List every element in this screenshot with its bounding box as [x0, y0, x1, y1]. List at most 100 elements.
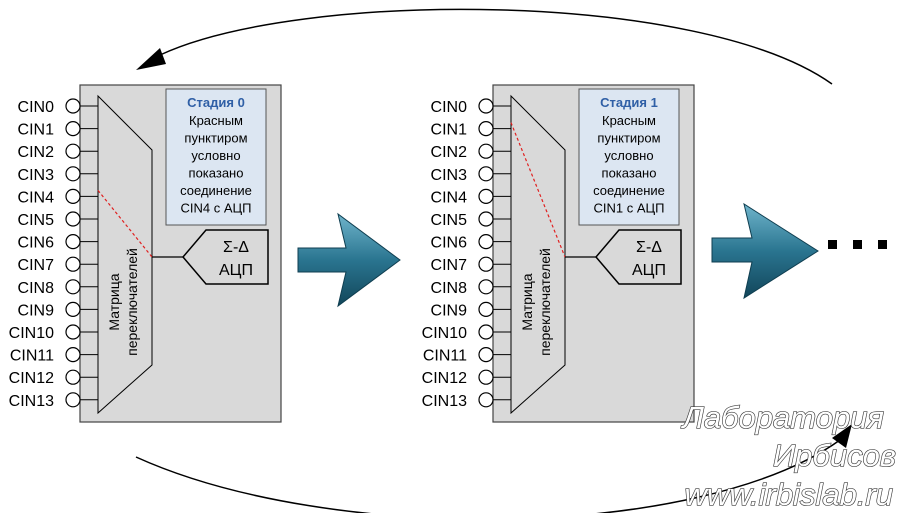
stage-note-line: Красным	[189, 113, 243, 128]
mux-label-line: переключателей	[537, 248, 553, 356]
pin-label: CIN3	[431, 167, 468, 184]
stage-note-line: условно	[604, 148, 653, 163]
pin-label: CIN12	[422, 370, 467, 387]
mux-label-line: Матрица	[519, 273, 535, 330]
pin-label: CIN9	[18, 302, 55, 319]
pin-terminal	[478, 256, 494, 272]
stage-note-line: пунктиром	[597, 131, 660, 146]
mux-trapezoid	[97, 94, 153, 415]
pin-terminal	[65, 234, 81, 250]
pin-label: CIN13	[422, 393, 467, 410]
pin-terminal	[65, 143, 81, 159]
pin-terminal	[65, 121, 81, 137]
pin-terminal	[65, 301, 81, 317]
stage-note-box	[165, 88, 267, 226]
top-loop-curve	[159, 8, 833, 85]
stage-note-box	[578, 88, 680, 226]
stage-note-line: условно	[191, 148, 240, 163]
pin-label: CIN2	[18, 144, 55, 161]
selected-channel-line	[510, 122, 566, 258]
pin-label: CIN11	[423, 348, 467, 365]
pin-label: CIN11	[10, 348, 54, 365]
pin-terminal	[65, 256, 81, 272]
ellipsis	[828, 240, 887, 249]
pin-terminal	[478, 98, 494, 114]
bottom-loop-curve	[135, 439, 841, 513]
pin-terminal	[65, 369, 81, 385]
pin-label: CIN4	[431, 189, 468, 206]
pin-label: CIN3	[18, 167, 55, 184]
pin-label: CIN7	[431, 257, 468, 274]
pin-terminal	[478, 166, 494, 182]
stage-note-line: показано	[602, 166, 657, 181]
pin-terminal	[65, 347, 81, 363]
stage-title: Стадия 0	[187, 95, 245, 110]
stage-note-line: CIN4 с АЦП	[181, 201, 252, 216]
mux-trapezoid	[510, 94, 566, 415]
adc-label-line: Σ-Δ	[223, 239, 249, 256]
mux-label-line: переключателей	[124, 248, 140, 356]
pin-label: CIN13	[9, 393, 54, 410]
pin-label: CIN5	[431, 212, 468, 229]
pin-terminal	[65, 324, 81, 340]
top-loop-arrowhead	[136, 48, 166, 70]
pin-label: CIN5	[18, 212, 55, 229]
pin-label: CIN6	[431, 235, 468, 252]
pin-label: CIN0	[431, 99, 468, 116]
pin-label: CIN10	[9, 325, 54, 342]
pin-terminal	[478, 188, 494, 204]
adc-label-line: АЦП	[219, 262, 253, 279]
pin-label: CIN8	[431, 280, 468, 297]
pin-terminal	[478, 324, 494, 340]
pin-terminal	[478, 279, 494, 295]
pin-terminal	[478, 143, 494, 159]
pin-label: CIN4	[18, 189, 55, 206]
pin-terminal	[478, 392, 494, 408]
adc-label-line: АЦП	[632, 262, 666, 279]
pin-terminal	[65, 279, 81, 295]
stage-note-line: соединение	[180, 183, 252, 198]
mux-label-line: Матрица	[106, 273, 122, 330]
pin-label: CIN12	[9, 370, 54, 387]
watermark: Лаборатория Ирбисов www.irbislab.ru	[680, 399, 897, 512]
stage-note-line: CIN1 с АЦП	[594, 201, 665, 216]
stage-note-line: Красным	[602, 113, 656, 128]
pin-terminal	[65, 188, 81, 204]
bottom-loop-arrowhead	[832, 424, 852, 448]
stage-note-line: соединение	[593, 183, 665, 198]
stage-title: Стадия 1	[600, 95, 658, 110]
watermark-line-2: Ирбисов	[773, 438, 896, 473]
pin-terminal	[65, 166, 81, 182]
pin-label: CIN1	[431, 122, 468, 139]
pin-terminal	[65, 98, 81, 114]
pin-terminal	[478, 301, 494, 317]
pin-terminal	[478, 234, 494, 250]
pin-label: CIN9	[431, 302, 468, 319]
pin-terminal	[478, 211, 494, 227]
adc-block	[182, 229, 269, 285]
pin-terminal	[478, 347, 494, 363]
stage-note-line: пунктиром	[184, 131, 247, 146]
adc-block	[595, 229, 682, 285]
adc-label-line: Σ-Δ	[636, 239, 662, 256]
pin-label: CIN6	[18, 235, 55, 252]
pin-terminal	[65, 211, 81, 227]
pin-terminal	[65, 392, 81, 408]
flow-arrow-2	[711, 202, 819, 300]
stage-note-line: показано	[189, 166, 244, 181]
pin-label: CIN0	[18, 99, 55, 116]
pin-label: CIN8	[18, 280, 55, 297]
pin-terminal	[478, 369, 494, 385]
flow-arrow-1	[297, 212, 401, 308]
pin-label: CIN2	[431, 144, 468, 161]
pin-label: CIN1	[18, 122, 55, 139]
pin-label: CIN7	[18, 257, 55, 274]
watermark-line-3: www.irbislab.ru	[685, 477, 893, 512]
watermark-line-1: Лаборатория	[681, 400, 884, 435]
pin-terminal	[478, 121, 494, 137]
